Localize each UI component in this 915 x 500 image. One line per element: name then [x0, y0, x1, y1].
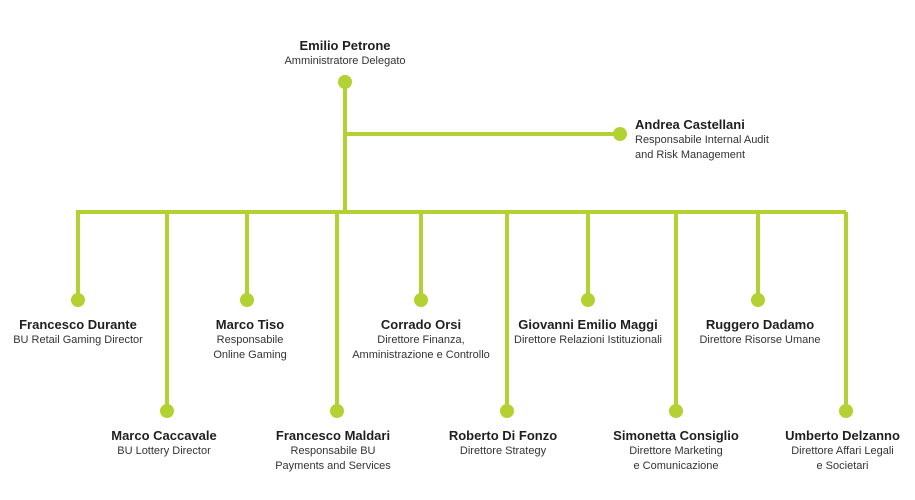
person-role: Direttore Marketing [629, 445, 723, 457]
top-row-connectors [71, 212, 765, 307]
ceo-node [338, 75, 352, 89]
person-role: Amministrazione e Controllo [352, 349, 490, 361]
person-box: Francesco Durante BU Retail Gaming Direc… [0, 317, 168, 348]
person-role: Direttore Strategy [459, 445, 547, 457]
person-role: Direttore Relazioni Istituzionali [514, 334, 662, 346]
person-name: Ruggero Dadamo [705, 317, 815, 332]
person-name: Marco Tiso [215, 317, 285, 332]
person-box: Corrado Orsi Direttore Finanza, Amminist… [331, 317, 511, 363]
person-box: Marco Caccavale BU Lottery Director [84, 428, 244, 459]
person-role: Amministratore Delegato [284, 55, 406, 67]
person-box: Umberto Delzanno Direttore Affari Legali… [770, 428, 915, 474]
person-node [500, 404, 514, 418]
person-name: Roberto Di Fonzo [448, 428, 558, 443]
person-role: BU Lottery Director [117, 445, 211, 457]
person-box: Roberto Di Fonzo Direttore Strategy [423, 428, 583, 459]
audit-node [613, 127, 627, 141]
person-node [839, 404, 853, 418]
person-node [71, 293, 85, 307]
person-role: Responsabile Internal Audit [635, 134, 769, 146]
person-name: Corrado Orsi [380, 317, 462, 332]
person-node [669, 404, 683, 418]
person-node [414, 293, 428, 307]
person-role: Online Gaming [213, 349, 287, 361]
person-node [240, 293, 254, 307]
person-box: Francesco Maldari Responsabile BU Paymen… [253, 428, 413, 474]
person-node [581, 293, 595, 307]
person-role: Responsabile BU [290, 445, 376, 457]
person-box: Marco Tiso Responsabile Online Gaming [170, 317, 330, 363]
person-box: Ruggero Dadamo Direttore Risorse Umane [675, 317, 845, 348]
person-role: BU Retail Gaming Director [13, 334, 143, 346]
person-node [330, 404, 344, 418]
person-name: Andrea Castellani [635, 117, 745, 132]
person-name: Emilio Petrone [299, 38, 391, 53]
person-node [751, 293, 765, 307]
person-name: Giovanni Emilio Maggi [518, 317, 658, 332]
person-role: and Risk Management [635, 149, 746, 161]
person-name: Marco Caccavale [111, 428, 217, 443]
person-name: Umberto Delzanno [785, 428, 900, 443]
person-box: Simonetta Consiglio Direttore Marketing … [591, 428, 761, 474]
person-role: Payments and Services [275, 460, 391, 472]
person-name: Francesco Maldari [275, 428, 391, 443]
person-role: Responsabile [216, 334, 284, 346]
person-role: Direttore Risorse Umane [699, 334, 821, 346]
person-name: Simonetta Consiglio [613, 428, 739, 443]
ceo-box: Emilio Petrone Amministratore Delegato [245, 38, 445, 69]
person-node [160, 404, 174, 418]
person-name: Francesco Durante [19, 317, 137, 332]
person-role: Direttore Finanza, [377, 334, 465, 346]
person-box: Giovanni Emilio Maggi Direttore Relazion… [498, 317, 678, 348]
audit-box: Andrea Castellani Responsabile Internal … [635, 117, 835, 163]
bottom-row-connectors [160, 212, 853, 418]
person-role: e Comunicazione [633, 460, 719, 472]
person-role: e Societari [816, 460, 869, 472]
person-role: Direttore Affari Legali [791, 445, 894, 457]
